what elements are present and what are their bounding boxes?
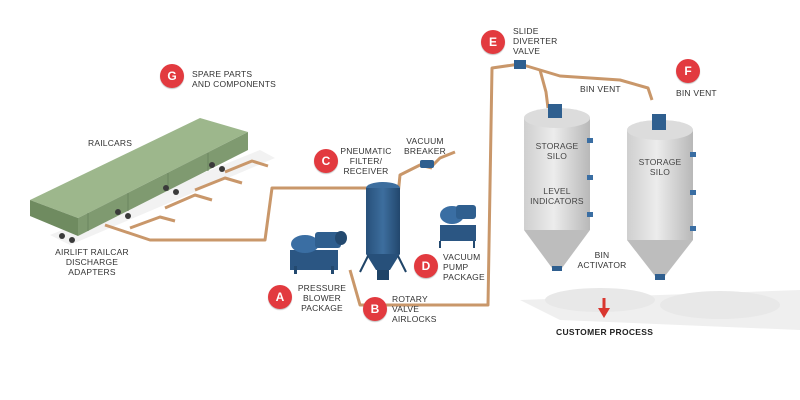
label-filter-receiver: PNEUMATIC FILTER/ RECEIVER	[340, 146, 392, 176]
storage-silo-left-illustration	[524, 104, 593, 271]
label-vacuum-breaker: VACUUM BREAKER	[403, 136, 447, 156]
label-level-indicators: LEVEL INDICATORS	[530, 186, 584, 206]
label-storage-silo-left: STORAGE SILO	[535, 141, 579, 161]
conveying-pipes	[104, 62, 654, 307]
customer-process-arrow	[598, 298, 610, 318]
pressure-blower-illustration	[290, 231, 347, 274]
badge-f: F	[676, 59, 700, 83]
label-bin-activator: BIN ACTIVATOR	[577, 250, 627, 270]
label-bin-vent-left: BIN VENT	[580, 84, 621, 94]
label-railcars: RAILCARS	[88, 138, 133, 148]
badge-d: D	[414, 254, 438, 278]
filter-receiver-illustration	[359, 182, 407, 280]
badge-g: G	[160, 64, 184, 88]
storage-silo-right-illustration	[627, 114, 696, 280]
vacuum-pump-illustration	[439, 205, 476, 248]
badge-b: B	[363, 297, 387, 321]
badge-a: A	[268, 285, 292, 309]
label-customer-process: CUSTOMER PROCESS	[556, 327, 654, 337]
label-airlift-adapters: AIRLIFT RAILCAR DISCHARGE ADAPTERS	[55, 247, 129, 277]
label-slide-diverter: SLIDE DIVERTER VALVE	[513, 26, 558, 56]
label-bin-vent-right: BIN VENT	[676, 88, 717, 98]
label-spare-parts: SPARE PARTS AND COMPONENTS	[192, 69, 277, 89]
badge-e: E	[481, 30, 505, 54]
vacuum-breaker-illustration	[420, 160, 434, 168]
badge-c: C	[314, 149, 338, 173]
label-rotary-valve: ROTARY VALVE AIRLOCKS	[392, 294, 437, 324]
label-pressure-blower: PRESSURE BLOWER PACKAGE	[297, 283, 347, 313]
railcars-illustration	[30, 118, 248, 243]
label-storage-silo-right: STORAGE SILO	[638, 157, 682, 177]
label-vacuum-pump: VACUUM PUMP PACKAGE	[443, 252, 485, 282]
slide-diverter-valve-illustration	[514, 60, 526, 69]
